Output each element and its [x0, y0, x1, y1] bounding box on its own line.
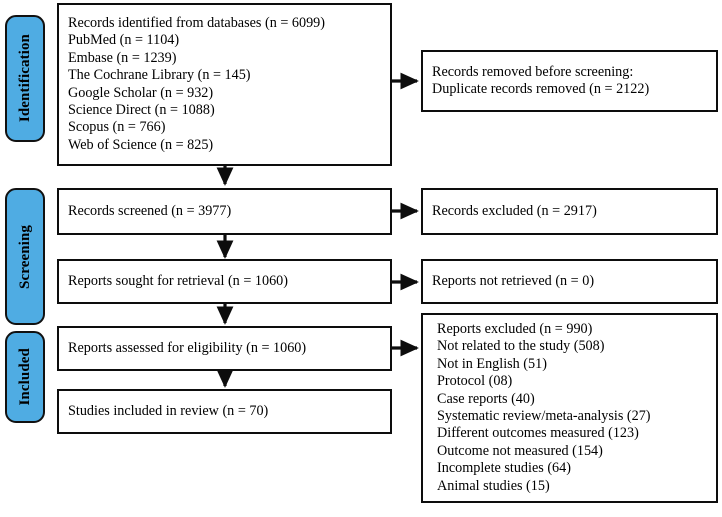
node-line: Web of Science (n = 825): [68, 136, 214, 153]
node-records-identified: Records identified from databases (n = 6…: [57, 3, 392, 166]
stage-label-screening-text: Screening: [16, 224, 33, 289]
node-records-removed: Records removed before screening: Duplic…: [421, 50, 718, 112]
node-line: Not related to the study (508): [437, 338, 605, 355]
stage-label-screening: Screening: [5, 188, 45, 325]
node-line: Systematic review/meta-analysis (27): [437, 408, 651, 424]
stage-label-included-text: Included: [16, 348, 33, 406]
stage-label-identification-text: Identification: [16, 34, 33, 123]
node-line: Records identified from databases (n = 6…: [68, 14, 325, 31]
node-line: Reports sought for retrieval (n = 1060): [68, 272, 288, 289]
node-line: Records excluded (n = 2917): [432, 202, 597, 219]
node-line: Different outcomes measured (123): [437, 425, 639, 442]
node-line: Science Direct (n = 1088): [68, 101, 215, 118]
node-studies-included: Studies included in review (n = 70): [57, 389, 392, 434]
node-line: Not in English (51): [437, 355, 547, 372]
node-line: Reports excluded (n = 990): [437, 320, 593, 337]
node-line: Reports assessed for eligibility (n = 10…: [68, 339, 307, 356]
node-reports-excluded: Reports excluded (n = 990) Not related t…: [421, 313, 718, 503]
node-line: The Cochrane Library (n = 145): [68, 67, 251, 84]
node-records-screened: Records screened (n = 3977): [57, 188, 392, 235]
node-line: Embase (n = 1239): [68, 49, 177, 66]
node-line: Scopus (n = 766): [68, 119, 166, 136]
node-line: Outcome not measured (154): [437, 442, 603, 459]
node-line: Records screened (n = 3977): [68, 202, 232, 219]
node-line: Studies included in review (n = 70): [68, 402, 269, 419]
node-line: Animal studies (15): [437, 477, 550, 494]
node-line: Duplicate records removed (n = 2122): [432, 81, 650, 97]
node-line: Protocol (08): [437, 373, 513, 390]
node-reports-not-retrieved: Reports not retrieved (n = 0): [421, 259, 718, 304]
stage-label-identification: Identification: [5, 15, 45, 142]
node-line: Incomplete studies (64): [437, 460, 571, 477]
node-reports-sought: Reports sought for retrieval (n = 1060): [57, 259, 392, 304]
node-line: Google Scholar (n = 932): [68, 84, 214, 101]
node-reports-assessed: Reports assessed for eligibility (n = 10…: [57, 326, 392, 371]
node-line: Case reports (40): [437, 390, 535, 407]
node-line: Records removed before screening:: [432, 63, 634, 80]
node-line: Reports not retrieved (n = 0): [432, 272, 595, 289]
stage-label-included: Included: [5, 331, 45, 423]
node-line: PubMed (n = 1104): [68, 32, 180, 49]
node-records-excluded: Records excluded (n = 2917): [421, 188, 718, 235]
